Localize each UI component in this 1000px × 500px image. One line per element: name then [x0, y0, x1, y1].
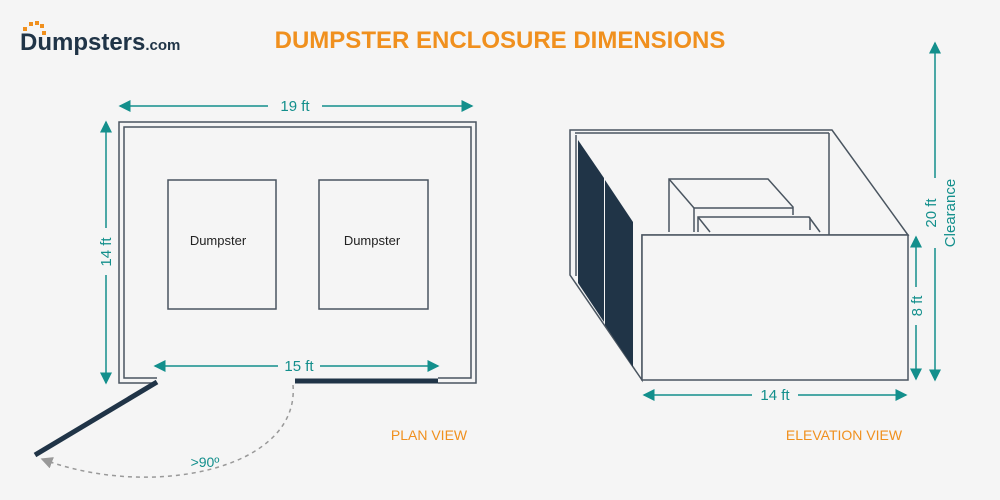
back-dumpster	[668, 178, 794, 232]
elevation-width-label: 14 ft	[760, 387, 790, 404]
plan-view-label: PLAN VIEW	[391, 427, 468, 443]
plan-opening-label: 15 ft	[284, 358, 314, 375]
elevation-view	[569, 129, 910, 383]
enclosure-outer-wall	[118, 121, 477, 384]
side-panel-1	[578, 140, 604, 322]
left-gate	[33, 379, 159, 458]
side-panel-2	[605, 180, 633, 367]
clearance-label: Clearance	[942, 179, 959, 247]
enclosure-inner-wall	[123, 126, 472, 379]
plan-view	[33, 121, 477, 478]
swing-angle-label: >90º	[191, 454, 220, 470]
plan-dimension-lines	[100, 100, 474, 385]
elevation-dimension-lines	[642, 41, 941, 401]
dumpster-1-label: Dumpster	[190, 233, 247, 248]
page-title: DUMPSTER ENCLOSURE DIMENSIONS	[275, 27, 726, 54]
logo[interactable]: Dumpsters.com	[20, 21, 180, 56]
dumpster-1	[167, 179, 277, 310]
front-wall	[641, 234, 909, 381]
logo-text: Dumpsters.com	[20, 29, 180, 56]
logo-dots-icon	[23, 21, 46, 35]
elevation-height-label: 8 ft	[909, 295, 926, 317]
dumpster-2	[318, 179, 429, 310]
plan-width-label: 19 ft	[280, 98, 310, 115]
dumpster-2-label: Dumpster	[344, 233, 401, 248]
clearance-value-label: 20 ft	[923, 198, 940, 228]
gate-swing-arc	[40, 384, 294, 478]
logo-suffix: .com	[145, 37, 180, 54]
elevation-view-label: ELEVATION VIEW	[786, 427, 903, 443]
logo-name: Dumpsters	[20, 29, 145, 56]
plan-depth-label: 14 ft	[98, 237, 115, 267]
